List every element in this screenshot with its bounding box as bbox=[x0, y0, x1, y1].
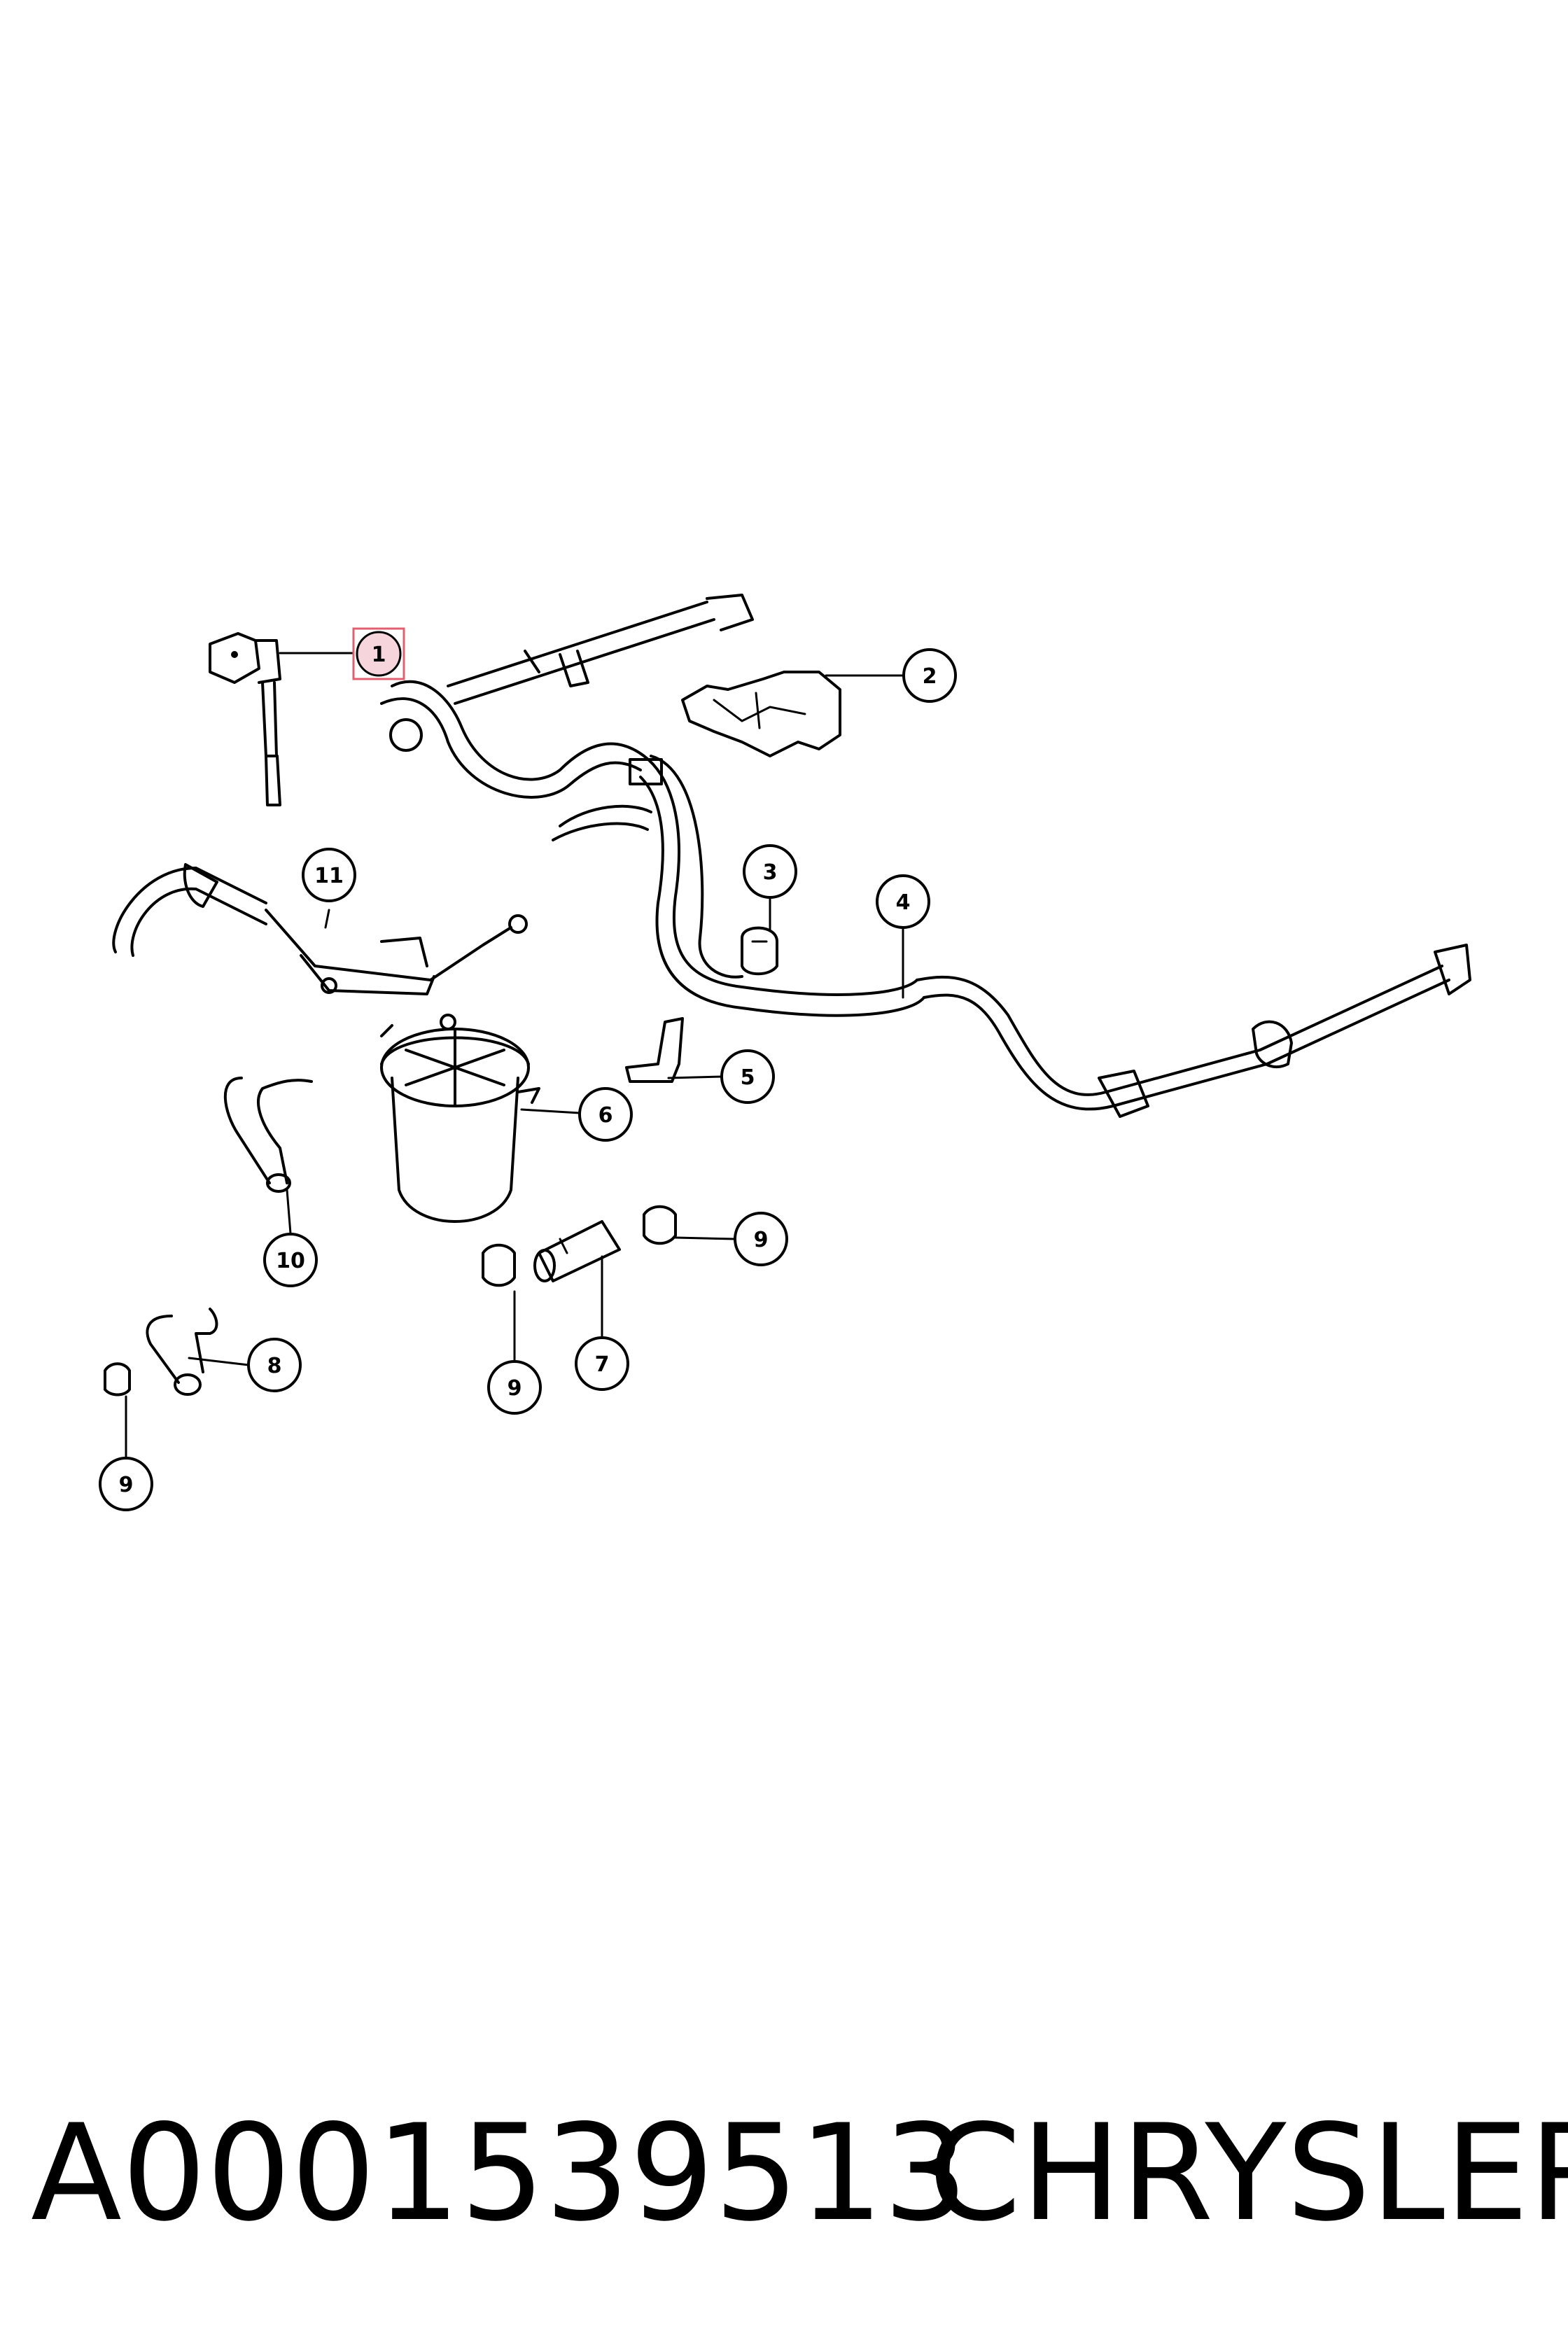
callout-10-label: 10 bbox=[276, 1249, 305, 1273]
callout-2-label: 2 bbox=[923, 664, 937, 689]
callout-10[interactable]: 10 bbox=[263, 1233, 318, 1287]
highlight-frame bbox=[352, 627, 405, 680]
callout-4[interactable]: 4 bbox=[876, 874, 930, 929]
callout-3-label: 3 bbox=[763, 860, 778, 885]
callout-5-label: 5 bbox=[741, 1065, 755, 1090]
callout-8[interactable]: 8 bbox=[247, 1338, 302, 1392]
part-9-clamps[interactable] bbox=[104, 1205, 677, 1396]
callout-6-label: 6 bbox=[598, 1103, 613, 1128]
callout-7-label: 7 bbox=[595, 1352, 610, 1377]
callout-8-label: 8 bbox=[267, 1354, 282, 1378]
callout-11[interactable]: 11 bbox=[302, 848, 356, 902]
hose-assembly[interactable] bbox=[380, 680, 925, 1017]
callout-5[interactable]: 5 bbox=[720, 1049, 775, 1104]
callout-2[interactable]: 2 bbox=[902, 648, 957, 703]
callout-4-label: 4 bbox=[896, 890, 911, 915]
callout-9-right[interactable]: 9 bbox=[734, 1212, 788, 1266]
part-1-sensor[interactable] bbox=[209, 632, 281, 806]
part-2-fuel-rail[interactable] bbox=[447, 594, 841, 757]
part-5-bracket[interactable] bbox=[625, 1017, 684, 1083]
callout-9-label: 9 bbox=[754, 1228, 769, 1252]
part-7-connector[interactable] bbox=[533, 1220, 621, 1282]
callout-1[interactable]: 1 bbox=[352, 627, 405, 680]
part-11-hose-bracket[interactable] bbox=[112, 863, 528, 995]
leader-lines bbox=[125, 652, 904, 1459]
part-number-caption: A0001539513 bbox=[31, 2096, 968, 2250]
callout-9-center[interactable]: 9 bbox=[487, 1360, 542, 1415]
callout-9-left[interactable]: 9 bbox=[99, 1457, 153, 1511]
brand-caption: CHRYSLER bbox=[928, 2096, 1568, 2250]
part-10-hose[interactable] bbox=[223, 1077, 313, 1193]
callout-6[interactable]: 6 bbox=[578, 1087, 633, 1142]
part-8-elbow-hose[interactable] bbox=[146, 1308, 218, 1396]
callout-9-label: 9 bbox=[119, 1473, 134, 1497]
callout-11-label: 11 bbox=[314, 864, 344, 888]
callout-1-label: 1 bbox=[372, 643, 386, 667]
part-4-hose[interactable] bbox=[916, 944, 1471, 1118]
callout-7[interactable]: 7 bbox=[575, 1336, 629, 1391]
part-3-clamp[interactable] bbox=[741, 926, 778, 976]
part-6-fuel-filter[interactable] bbox=[380, 1014, 540, 1223]
callout-9-label: 9 bbox=[507, 1376, 522, 1401]
callout-3[interactable]: 3 bbox=[743, 844, 797, 899]
